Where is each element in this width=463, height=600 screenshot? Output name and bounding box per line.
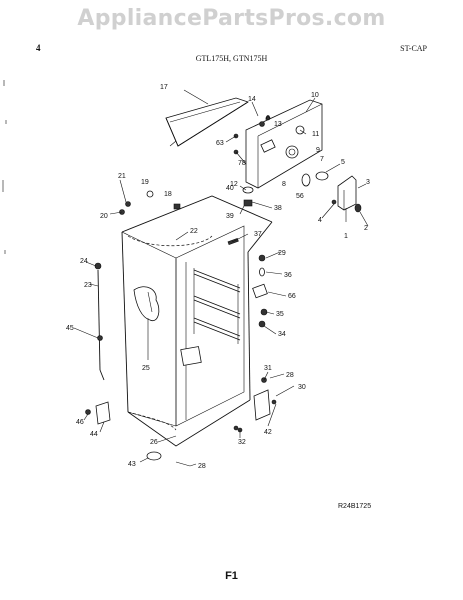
control-housing	[245, 99, 323, 189]
callout-22: 22	[190, 228, 198, 235]
callout-56: 56	[296, 193, 304, 200]
power-cord	[94, 262, 105, 381]
callout-30: 30	[298, 384, 306, 391]
callout-1: 1	[344, 233, 348, 240]
callout-4: 4	[318, 217, 322, 224]
callout-39: 39	[226, 213, 234, 220]
callout-labels: 17 14 6 13 10 11 9 7 5 63 78 12 8 56 3 4…	[66, 84, 370, 470]
callout-7: 7	[320, 156, 324, 163]
callout-34: 34	[278, 331, 286, 338]
callout-78: 78	[238, 160, 246, 167]
watermark: AppliancePartsPros.com	[77, 6, 386, 31]
callout-46: 46	[76, 419, 84, 426]
callout-20: 20	[100, 213, 108, 220]
callout-11: 11	[312, 131, 319, 138]
top-plate	[165, 97, 249, 147]
thermostat-knob	[233, 115, 329, 187]
figure-label: F1	[225, 570, 238, 582]
callout-63: 63	[216, 140, 224, 147]
callout-31: 31	[264, 365, 272, 372]
callout-5: 5	[341, 159, 345, 166]
callout-38: 38	[274, 205, 282, 212]
callout-18: 18	[164, 191, 172, 198]
callout-25: 25	[142, 365, 150, 372]
callout-40: 40	[226, 185, 234, 192]
scan-marks	[2, 80, 7, 254]
callout-45: 45	[66, 325, 74, 332]
callout-28: 28	[286, 372, 294, 379]
right-side-parts	[227, 237, 268, 328]
callout-36: 36	[284, 272, 292, 279]
callout-14: 14	[248, 96, 256, 103]
callout-42: 42	[264, 429, 272, 436]
callout-12: 12	[230, 181, 238, 188]
callout-37: 37	[254, 231, 262, 238]
callout-21: 21	[118, 173, 126, 180]
callout-13: 13	[274, 121, 282, 128]
callout-66: 66	[288, 293, 296, 300]
callout-19: 19	[141, 179, 149, 186]
callout-35: 35	[276, 311, 284, 318]
callout-6: 6	[266, 115, 270, 122]
callout-3: 3	[366, 179, 370, 186]
callout-17: 17	[160, 84, 168, 91]
page-number: 4	[36, 43, 41, 53]
leader-lines	[73, 89, 369, 467]
category-code: ST-CAP	[400, 44, 427, 53]
callout-28b: 28	[198, 463, 206, 470]
reference-code: R24B1725	[338, 503, 372, 510]
model-numbers: GTL175H, GTN175H	[195, 54, 268, 63]
callout-29: 29	[278, 250, 286, 257]
callout-2: 2	[364, 225, 368, 232]
callout-9: 9	[316, 147, 320, 154]
callout-10: 10	[311, 92, 319, 99]
callout-23: 23	[84, 282, 92, 289]
refrigerator-cabinet	[121, 195, 273, 447]
callout-32: 32	[238, 439, 246, 446]
callout-24: 24	[80, 258, 88, 265]
callout-43: 43	[128, 461, 136, 468]
top-hinge-assembly	[331, 175, 362, 213]
leveling-legs	[85, 401, 243, 467]
small-fasteners	[119, 186, 254, 215]
callout-44: 44	[90, 431, 98, 438]
callout-8: 8	[282, 181, 286, 188]
callout-26: 26	[150, 439, 158, 446]
